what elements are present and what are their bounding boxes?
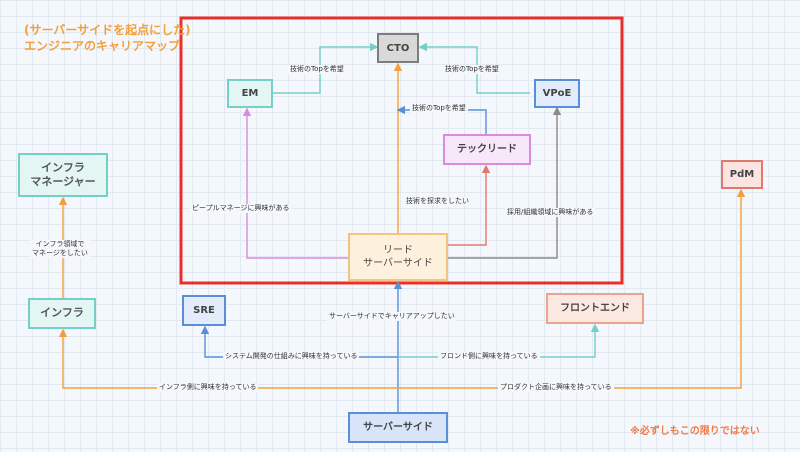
label-vpoe-to-cto: 技術のTopを希望 [443,65,501,75]
label-server-to-front: フロンド側に興味を持っている [438,352,540,362]
map-title: (サーバーサイドを起点にした) エンジニアのキャリアマップ [24,23,191,54]
node-frontend[interactable]: フロントエンド [546,293,644,324]
label-server-to-lead: サーバーサイドでキャリアアップしたい [327,312,457,322]
edge-lead-em [242,107,348,259]
node-serverside[interactable]: サーバーサイド [348,412,448,443]
label-server-to-pdm: プロダクト企画に興味を持っている [498,383,614,393]
node-vpoe[interactable]: VPoE [534,79,580,108]
edge-server-infra [58,328,398,389]
node-pdm[interactable]: PdM [721,160,763,189]
edge-lead-vpoe [448,106,562,259]
node-infra[interactable]: インフラ [28,298,96,329]
label-server-to-sre: システム開発の仕組みに興味を持っている [223,352,360,362]
node-em[interactable]: EM [227,79,273,108]
label-lead-to-vpoe: 採用/組織領域に興味がある [505,208,596,218]
edge-tech-cto [396,105,487,134]
label-tech-to-cto: 技術のTopを希望 [410,104,468,114]
label-lead-to-em: ピープルマネージに興味がある [190,204,292,214]
label-server-to-infra: インフラ側に興味を持っている [157,383,259,393]
node-sre[interactable]: SRE [182,295,226,326]
disclaimer-note: ※必ずしもこの限りではない [630,426,760,437]
label-infra-to-manager: インフラ領域で マネージをしたい [30,240,90,259]
label-lead-to-tech: 技術を探求をしたい [404,197,471,207]
node-lead-serverside[interactable]: リード サーバーサイド [348,233,448,281]
node-infra-manager[interactable]: インフラ マネージャー [18,153,108,197]
edge-lead-tech [448,164,491,246]
node-techlead[interactable]: テックリード [443,134,531,165]
label-em-to-cto: 技術のTopを希望 [288,65,346,75]
node-cto[interactable]: CTO [377,33,419,63]
